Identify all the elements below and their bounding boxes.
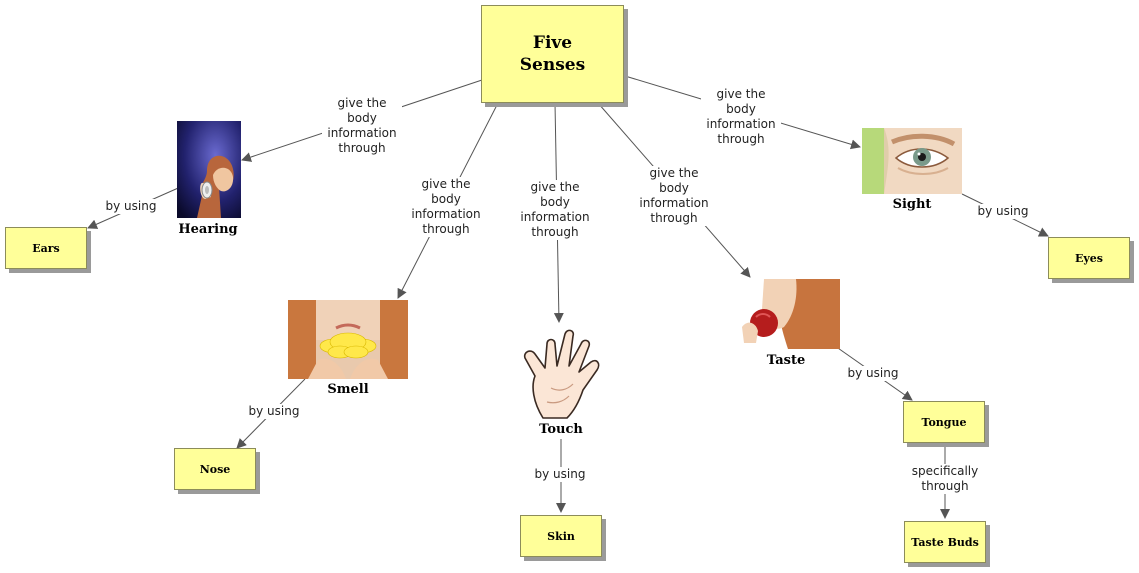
node-nose[interactable]: Nose [174, 448, 256, 490]
taste-label: Taste [766, 353, 806, 368]
smelling-flower-icon[interactable] [288, 300, 408, 379]
link-label-skin: by using [533, 467, 587, 482]
link-label-hearing: give the body information through [322, 96, 402, 156]
root-node-five-senses[interactable]: Five Senses [481, 5, 624, 103]
link-label-tastebuds: specifically through [911, 464, 979, 494]
hand-icon[interactable] [521, 322, 601, 422]
link-label-sight: give the body information through [701, 87, 781, 147]
eating-apple-icon[interactable] [736, 279, 840, 349]
node-tongue[interactable]: Tongue [903, 401, 985, 443]
node-taste-buds[interactable]: Taste Buds [904, 521, 986, 563]
link-label-eyes: by using [976, 204, 1030, 219]
link-label-tongue: by using [846, 366, 900, 381]
link-label-touch: give the body information through [515, 180, 595, 240]
sight-label: Sight [892, 197, 932, 212]
link-label-taste: give the body information through [634, 166, 714, 226]
hearing-label: Hearing [178, 222, 238, 237]
node-ears[interactable]: Ears [5, 227, 87, 269]
node-skin[interactable]: Skin [520, 515, 602, 557]
link-label-ears: by using [104, 199, 158, 214]
node-eyes[interactable]: Eyes [1048, 237, 1130, 279]
woman-holding-ear-icon[interactable] [177, 121, 241, 218]
touch-label: Touch [539, 422, 583, 437]
link-label-smell: give the body information through [406, 177, 486, 237]
eye-icon[interactable] [862, 128, 962, 194]
smell-label: Smell [327, 382, 369, 397]
link-label-nose: by using [247, 404, 301, 419]
